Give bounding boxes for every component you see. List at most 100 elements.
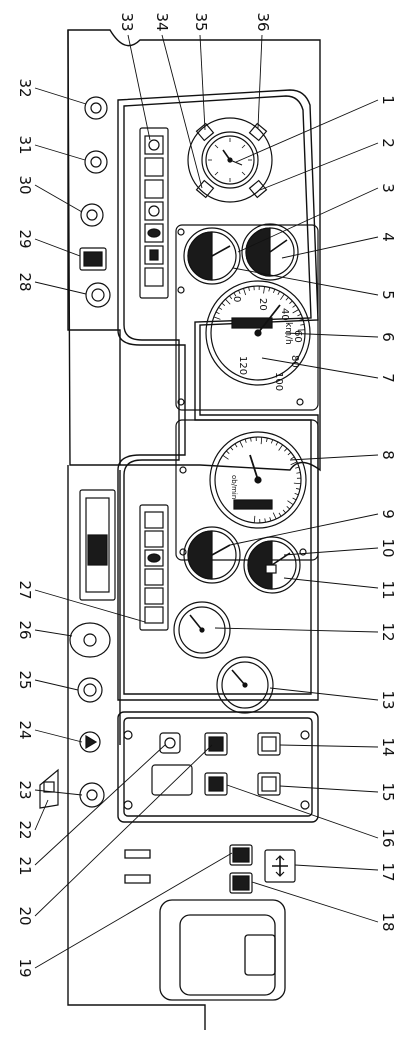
callout-18: 18 [379,912,397,931]
callout-15: 15 [379,782,397,801]
speedometer-tick [222,303,225,306]
callout-30: 30 [16,175,34,194]
switch-14 [258,733,280,755]
tachometer-tick [291,457,294,459]
callout-24: 24 [16,720,34,739]
tachometer-tick [265,518,266,522]
hour-meter-window [234,500,272,509]
callout-13: 13 [379,690,397,709]
tachometer-tick [296,488,300,489]
tachometer-tick [288,452,291,455]
tachometer-tick [235,444,237,447]
tachometer-tick [279,513,281,516]
callout-3: 3 [379,183,397,193]
speedometer-tick [264,286,265,293]
speedometer-tick [278,291,280,295]
control-29 [80,248,106,270]
callout-35: 35 [192,12,210,31]
speedometer-tick [280,294,284,300]
callout-31: 31 [16,135,34,154]
speedometer-scale-label: 60 [292,330,303,343]
callout-8: 8 [379,450,397,460]
gauge-9 [184,527,240,583]
speedometer-scale-label: 80 [289,355,300,368]
speedometer-tick [293,305,296,307]
callout-5: 5 [379,290,397,300]
speedometer-tick [300,324,304,325]
control-22 [40,770,58,808]
tachometer-tick [284,448,287,451]
callout-28: 28 [16,272,34,291]
callout-34: 34 [153,12,171,31]
tachometer-tick [251,438,252,442]
lower-fixture [125,850,285,1000]
callout-17: 17 [379,862,397,881]
speedometer-scale-label: 100 [273,372,284,391]
callout-6: 6 [379,332,397,342]
callout-20: 20 [16,906,34,925]
tachometer-tick [270,517,271,521]
callout-32: 32 [16,78,34,97]
control-31 [85,151,107,173]
speedometer-tick [289,301,292,304]
tachometer-tick [295,467,299,468]
tachometer-tick [279,445,283,451]
lower-warning-light-strip [140,505,168,630]
tachometer-tick [254,516,255,523]
left-control-panel [68,30,320,1030]
callout-11: 11 [379,580,397,599]
control-26 [70,623,110,657]
tachometer-tick [283,510,286,513]
control-23 [80,783,104,807]
speedometer-scale-label: 120 [237,356,248,375]
tachometer-tick [287,506,290,509]
speedometer-tick [225,299,230,304]
speedometer-tick [286,297,289,300]
tachometer-tick [293,498,297,500]
switch-box [124,731,309,809]
tachometer-tick [266,438,267,442]
speedometer-scale-label: 40 [279,308,290,321]
callout-29: 29 [16,229,34,248]
callout-10: 10 [379,538,397,557]
speedometer-tick [216,312,220,314]
tachometer-tick [240,441,243,447]
callout-7: 7 [379,373,397,383]
control-25 [78,678,102,702]
tachometer-tick [245,439,246,443]
speedometer-tick [269,287,270,291]
control-30 [81,204,103,226]
callout-26: 26 [16,620,34,639]
tachometer-tick [223,455,229,459]
callout-2: 2 [379,138,397,148]
callout-21: 21 [16,856,34,875]
callout-4: 4 [379,232,397,242]
callout-23: 23 [16,780,34,799]
tachometer-tick [271,440,272,444]
ventilation-slider [80,490,115,600]
speedometer-tick [214,317,221,319]
control-32 [85,97,107,119]
callout-12: 12 [379,622,397,641]
control-24 [80,732,100,752]
tachometer-tick [230,447,233,450]
callout-14: 14 [379,737,397,756]
speedometer-tick [273,289,274,293]
left-controls [40,97,115,808]
clock-assembly [188,118,272,202]
tachometer-tick [294,483,301,484]
callout-25: 25 [16,670,34,689]
control-28 [86,283,110,307]
gauge-5 [184,228,240,284]
callout-9: 9 [379,509,397,519]
callout-22: 22 [16,820,34,839]
callout-36: 36 [254,12,272,31]
callout-27: 27 [16,580,34,599]
speedometer-tick [297,314,301,316]
gauge-13 [217,657,273,713]
speedometer-tick [243,288,245,295]
tachometer-tick [296,473,300,474]
speedometer-tick [219,307,222,309]
